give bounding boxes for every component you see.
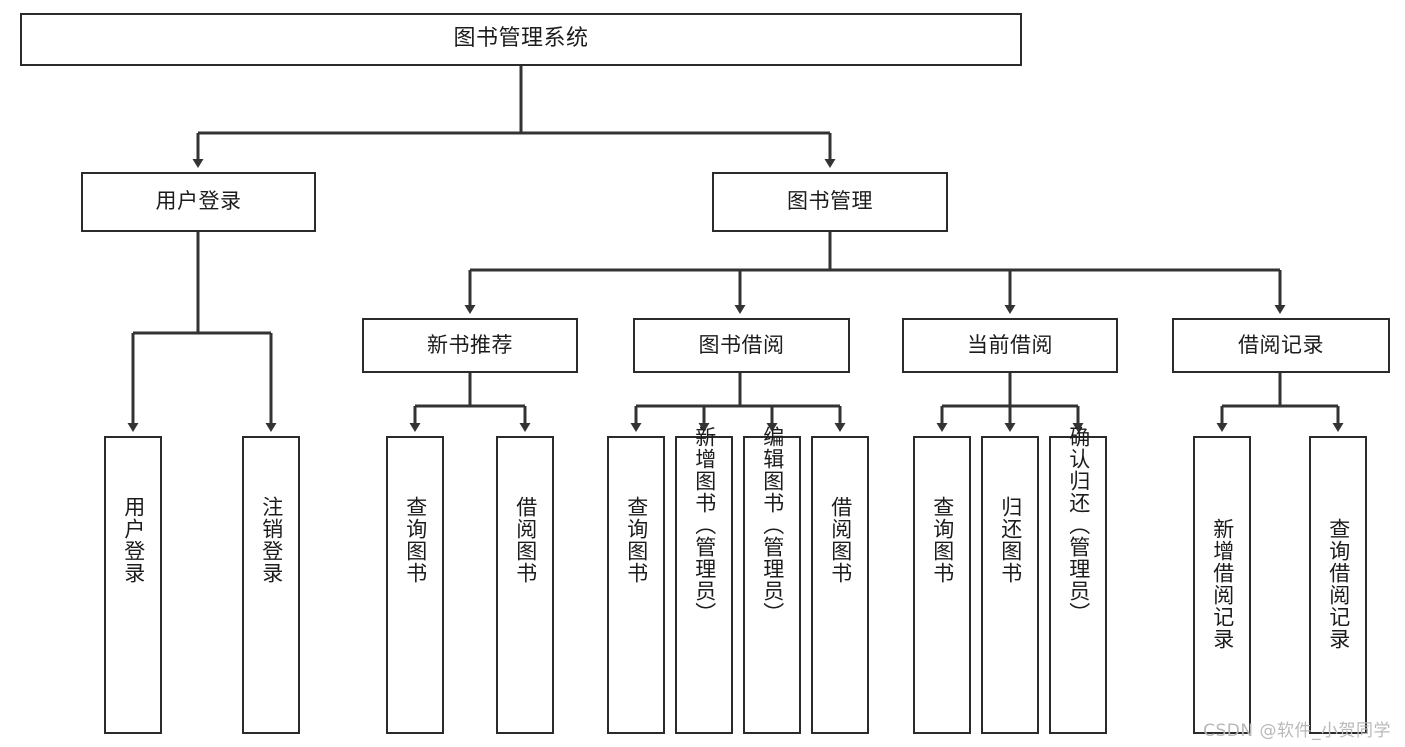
node-borrow-record[interactable]: 借阅记录 xyxy=(1172,318,1390,373)
leaf-edit-book-admin[interactable]: 编辑图书（管理员） xyxy=(743,426,801,734)
node-label: 查询图书 xyxy=(624,496,649,584)
node-label: 新增借阅记录 xyxy=(1210,518,1235,650)
leaf-confirm-return-admin[interactable]: 确认归还（管理员） xyxy=(1049,426,1107,734)
node-user-login[interactable]: 用户登录 xyxy=(81,172,316,232)
node-label: 当前借阅 xyxy=(967,332,1053,357)
leaf-add-book-admin[interactable]: 新增图书（管理员） xyxy=(675,426,733,734)
node-label: 查询借阅记录 xyxy=(1326,518,1351,650)
node-new-book-recommend[interactable]: 新书推荐 xyxy=(362,318,578,373)
watermark: CSDN @软件_小贺同学 xyxy=(1203,721,1391,741)
node-label: 借阅记录 xyxy=(1238,332,1324,357)
leaf-user-login[interactable]: 用户登录 xyxy=(104,436,162,734)
node-label: 查询图书 xyxy=(403,496,428,584)
node-label: 新增图书（管理员） xyxy=(692,426,717,624)
node-book-management[interactable]: 图书管理 xyxy=(712,172,948,232)
leaf-query-book-recommend[interactable]: 查询图书 xyxy=(386,436,444,734)
node-current-borrow[interactable]: 当前借阅 xyxy=(902,318,1118,373)
node-label: 借阅图书 xyxy=(828,496,853,584)
leaf-query-book-current[interactable]: 查询图书 xyxy=(913,436,971,734)
node-label: 用户登录 xyxy=(155,189,242,214)
node-label: 借阅图书 xyxy=(513,496,538,584)
node-book-borrow[interactable]: 图书借阅 xyxy=(633,318,850,373)
node-label: 归还图书 xyxy=(998,496,1023,584)
node-label: 查询图书 xyxy=(930,496,955,584)
leaf-query-book-borrow[interactable]: 查询图书 xyxy=(607,436,665,734)
node-label: 图书管理 xyxy=(787,189,873,214)
leaf-add-borrow-record[interactable]: 新增借阅记录 xyxy=(1193,436,1251,734)
node-label: 编辑图书（管理员） xyxy=(760,426,785,624)
node-label: 注销登录 xyxy=(259,496,284,584)
leaf-logout-login[interactable]: 注销登录 xyxy=(242,436,300,734)
node-label: 图书管理系统 xyxy=(453,26,589,52)
node-label: 确认归还（管理员） xyxy=(1066,426,1091,624)
leaf-borrow-book-recommend[interactable]: 借阅图书 xyxy=(496,436,554,734)
node-label: 新书推荐 xyxy=(427,332,513,357)
node-label: 图书借阅 xyxy=(698,332,785,357)
leaf-borrow-book[interactable]: 借阅图书 xyxy=(811,436,869,734)
node-label: 用户登录 xyxy=(121,496,146,584)
leaf-query-borrow-record[interactable]: 查询借阅记录 xyxy=(1309,436,1367,734)
leaf-return-book[interactable]: 归还图书 xyxy=(981,436,1039,734)
node-root-book-management-system[interactable]: 图书管理系统 xyxy=(20,13,1022,66)
